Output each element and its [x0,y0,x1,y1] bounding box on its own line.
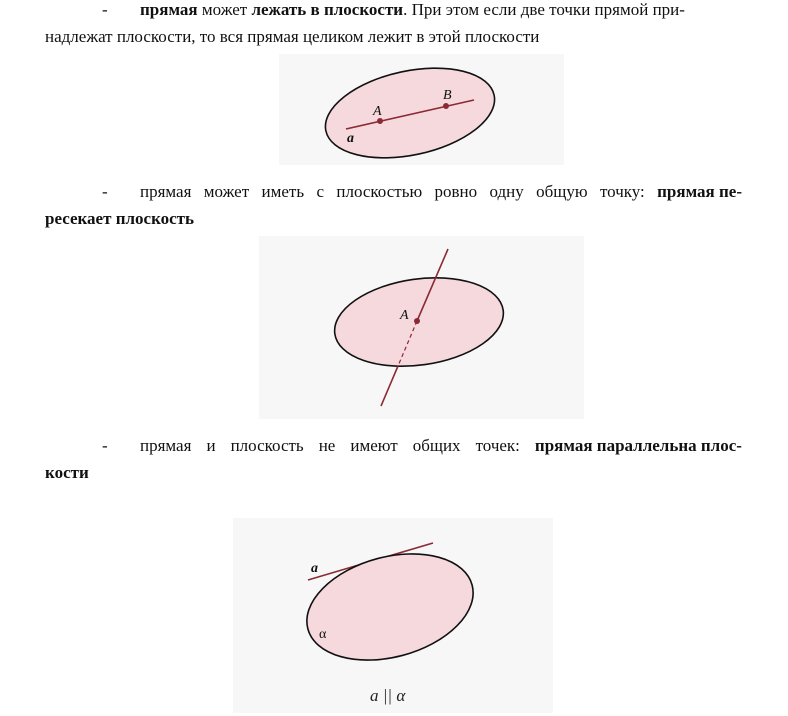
point-a [377,118,383,124]
figure-line-intersects-plane: A [259,236,584,419]
bold-term-intersects: прямая пе- [657,182,742,201]
plane-ellipse [306,553,474,661]
word: и [206,436,216,455]
word: прямая [140,182,192,201]
bold-term-parallel-cont: кости [45,463,89,482]
word: прямая [140,436,192,455]
figure-caption: a || α [370,686,406,705]
word: ровно [434,182,478,201]
plane-alpha-label: α [319,627,327,642]
figure-line-in-plane: A B a [279,54,564,165]
bold-term-parallel: прямая параллельна плос- [534,436,742,455]
bold-term-lies-in-plane: лежать в плоскости [251,0,404,19]
paragraph-1-line-1: прямая может лежать в плоскости. При это… [140,0,742,23]
word: имеют [350,436,398,455]
bold-term-intersects-cont: ресекает плоскость [45,209,195,228]
figure-line-parallel-plane-drawing: a α a || α [306,542,474,705]
word: плоскостью [336,182,423,201]
list-dash: - [102,182,108,201]
line-upper-segment [416,248,449,322]
word: не [318,436,336,455]
word: с [316,182,324,201]
figure-line-intersects-plane-drawing: A [333,248,505,407]
word: точку: [599,182,645,201]
word: иметь [261,182,305,201]
paragraph-2-line-1: прямая может иметь с плоскостью ровно од… [140,178,742,205]
point-b [443,103,449,109]
line-lower-segment [380,365,399,407]
line-a-label: a [347,131,354,146]
paragraph-3: - прямая и плоскость не имеют общих точе… [45,432,742,486]
word: общих [412,436,461,455]
list-dash: - [102,436,108,455]
paragraph-2: - прямая может иметь с плоскостью ровно … [45,178,742,232]
paragraph-1: - прямая может лежать в плоскости. При э… [45,0,742,50]
bold-term-line: прямая [140,0,198,19]
paragraph-3-line-1: прямая и плоскость не имеют общих точек:… [140,432,742,459]
text-fragment: может [197,0,252,19]
point-a-label: A [372,104,382,119]
word: может [203,182,250,201]
point-b-label: B [443,88,452,103]
line-a-label: a [311,561,318,576]
paragraph-3-line-2: кости [45,459,742,486]
point-a [414,318,420,324]
word: плоскость [230,436,304,455]
figure-line-in-plane-drawing: A B a [324,67,496,159]
paragraph-1-line-2: надлежат плоскости, то вся прямая целико… [45,27,540,46]
list-dash: - [102,0,108,19]
line-hidden-segment [397,320,418,367]
line-a [345,99,475,130]
plane-ellipse [324,67,496,159]
paragraph-2-line-2: ресекает плоскость [45,205,742,232]
text-fragment: . При этом если две точки прямой при- [403,0,685,19]
word: точек: [475,436,520,455]
figure-line-parallel-plane: a α a || α [233,518,553,713]
point-a-label: A [399,308,409,323]
word: общую [536,182,588,201]
word: одну [489,182,524,201]
